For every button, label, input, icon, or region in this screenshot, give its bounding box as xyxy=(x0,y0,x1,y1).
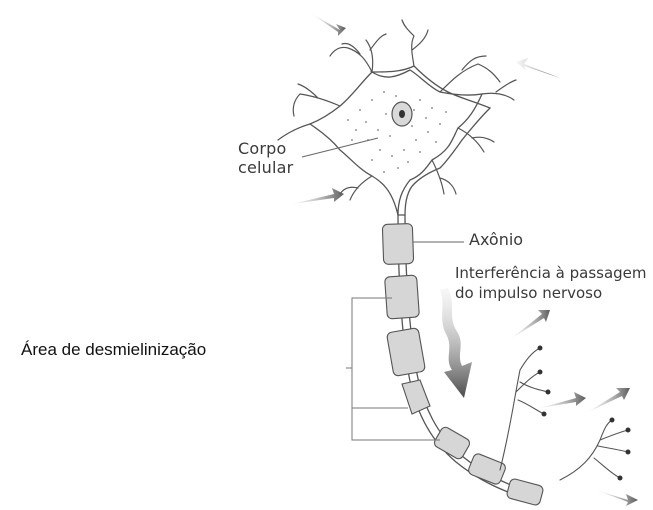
arrow-top-right xyxy=(516,58,560,78)
label-axonio: Axônio xyxy=(469,230,523,249)
corpo-pointer xyxy=(302,138,378,157)
interference-arrow xyxy=(440,288,472,398)
label-corpo-line1: Corpo xyxy=(238,139,293,158)
label-interferencia-line1: Interferência à passagem xyxy=(455,263,647,283)
label-corpo-celular: Corpo celular xyxy=(238,139,293,177)
arrow-left xyxy=(292,188,344,204)
stimulus-arrows xyxy=(292,14,638,506)
arrow-terminal-2 xyxy=(540,392,586,408)
arrow-terminal-4 xyxy=(596,490,638,506)
terminal-buttons xyxy=(538,346,631,481)
label-corpo-line2: celular xyxy=(238,158,293,177)
arrow-terminal-3 xyxy=(588,388,630,412)
axon-terminals xyxy=(500,348,628,480)
arrow-top-left xyxy=(312,14,346,36)
label-area-desmielinizacao: Área de desmielinização xyxy=(21,340,206,360)
label-interferencia: Interferência à passagem do impulso nerv… xyxy=(455,263,647,303)
arrow-terminal-1 xyxy=(512,310,550,338)
label-interferencia-line2: do impulso nervoso xyxy=(455,283,647,303)
nucleolus xyxy=(399,110,405,118)
